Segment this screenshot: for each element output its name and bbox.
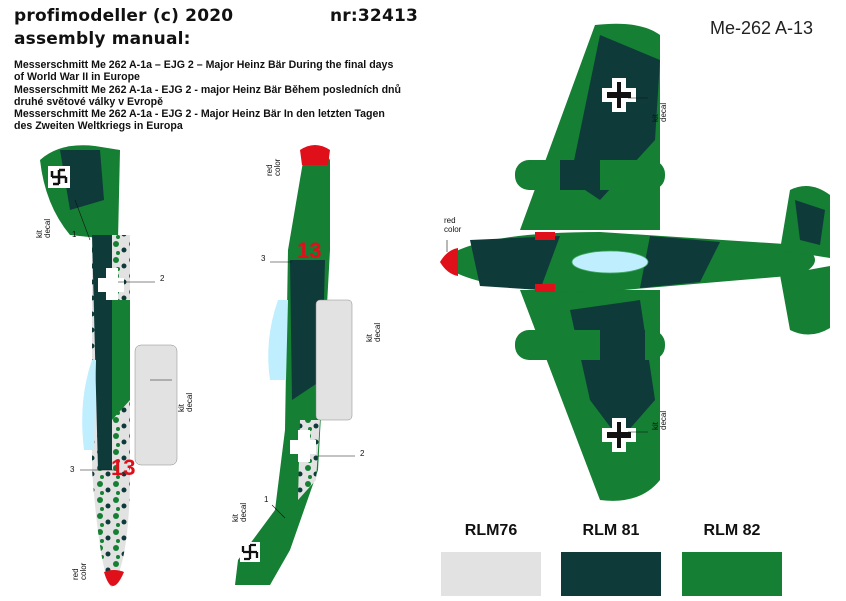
description-line: des Zweiten Weltkriegs in Europa xyxy=(14,120,183,133)
swatch-label-rlm81: RLM 81 xyxy=(582,522,640,539)
description-block: Messerschmitt Me 262 A-1a – EJG 2 – Majo… xyxy=(14,59,401,133)
manual-title: assembly manual: xyxy=(14,29,191,49)
product-code: nr:32413 xyxy=(330,6,419,26)
color-swatch-rlm76 xyxy=(441,552,541,596)
aircraft-number-middle: 13 xyxy=(297,238,322,263)
color-swatch-rlm82 xyxy=(682,552,782,596)
description-line: druhé světové války v Evropě xyxy=(14,95,163,108)
marker-1-left: 1 xyxy=(72,230,77,239)
swatch-label-rlm76: RLM76 xyxy=(464,522,518,539)
marker-3-left: 3 xyxy=(70,465,75,474)
description-line: of World War II in Europe xyxy=(14,71,140,84)
middle-side-profile xyxy=(235,145,355,585)
description-line: Messerschmitt Me 262 A-1a – EJG 2 – Majo… xyxy=(14,59,394,71)
description-line: Messerschmitt Me 262 A-1a - EJG 2 - Majo… xyxy=(14,108,385,121)
marker-1-middle: 1 xyxy=(264,495,269,504)
model-title: Me-262 A-13 xyxy=(710,18,814,38)
left-side-profile xyxy=(40,145,178,588)
color-swatch-rlm81 xyxy=(561,552,661,596)
marker-3-middle: 3 xyxy=(261,254,266,263)
plan-view xyxy=(440,23,830,501)
brand-title: profimodeller (c) 2020 xyxy=(14,6,234,26)
marker-2-left: 2 xyxy=(160,274,165,283)
marker-2-middle: 2 xyxy=(360,449,365,458)
aircraft-number-left: 13 xyxy=(111,455,136,480)
swatch-label-rlm82: RLM 82 xyxy=(703,522,761,539)
description-line: Messerschmitt Me 262 A-1a - EJG 2 - majo… xyxy=(14,83,401,96)
